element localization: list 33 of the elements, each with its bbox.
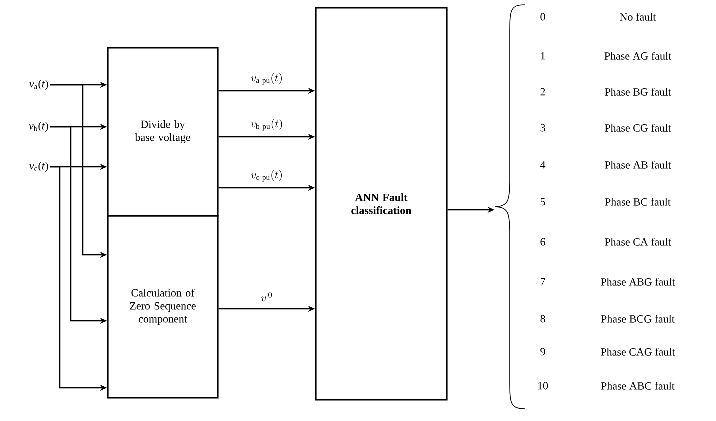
class-number: 3: [540, 124, 546, 132]
signal-label: v$_{b}$(t): [29, 122, 48, 132]
signal-label: v$_{c}$(t): [30, 162, 48, 172]
edge-label: $v_{\mathrm{a\ pu}}(t)$: [250, 72, 284, 86]
class-label: Phase BCG fault: [601, 315, 675, 323]
block-box: ANN Fault classification: [315, 7, 448, 401]
class-number: 9: [540, 348, 546, 356]
block-box: Divide by base voltage: [107, 47, 219, 217]
edge-label: $v_{\mathrm{c\ pu}}(t)$: [250, 169, 284, 183]
class-label: Phase ABG fault: [601, 278, 676, 286]
class-label: No fault: [620, 13, 656, 21]
class-label: Phase CAG fault: [601, 348, 676, 356]
edge-label: $v_{\mathrm{b\ pu}}(t)$: [250, 118, 284, 132]
class-number: 0: [540, 13, 546, 21]
class-number: 4: [540, 161, 546, 169]
curly-brace: [494, 4, 526, 410]
signal-label: v$_{a}$(t): [30, 80, 48, 90]
class-number: 1: [541, 52, 546, 60]
class-label: Phase ABC fault: [601, 382, 675, 390]
edge-label: $v^{\,0}$: [260, 291, 274, 303]
class-label: Phase CA fault: [605, 238, 672, 246]
class-label: Phase BC fault: [605, 198, 671, 206]
class-number: 8: [540, 315, 546, 323]
class-number: 2: [540, 88, 546, 96]
class-number: 5: [540, 198, 546, 206]
class-label: Phase CG fault: [605, 124, 672, 132]
class-number: 6: [540, 238, 546, 246]
class-label: Phase AB fault: [605, 161, 672, 169]
class-label: Phase AG fault: [604, 52, 672, 60]
class-label: Phase BG fault: [605, 88, 672, 96]
block-box: Calculation of Zero Sequence component: [107, 215, 219, 399]
class-number: 7: [540, 278, 546, 286]
class-number: 10: [538, 382, 548, 390]
